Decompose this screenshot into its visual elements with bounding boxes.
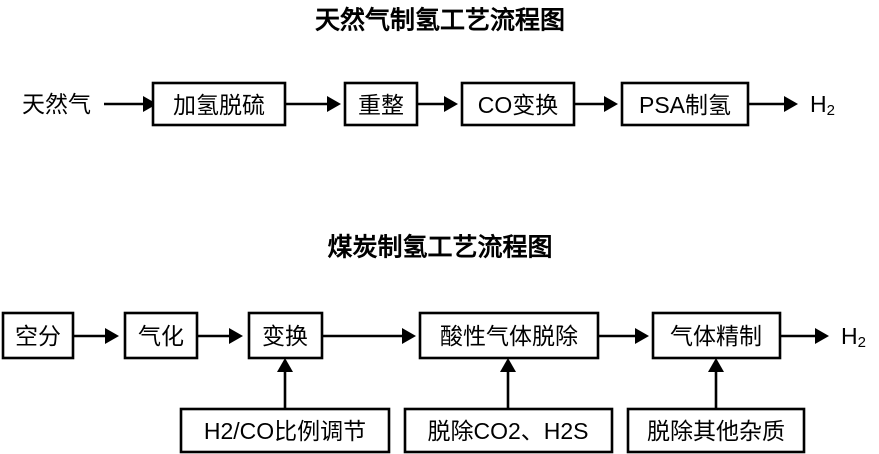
arrow-step-1-to-step-2 [285, 96, 341, 112]
node-label: 气体精制 [670, 323, 762, 349]
arrow-input-3-to-气体精制 [708, 358, 724, 409]
node-气体精制: 气体精制 [651, 311, 782, 360]
node-PSA制氢: PSA制氢 [620, 81, 750, 127]
node-变换: 变换 [247, 311, 324, 360]
node-气化: 气化 [123, 311, 199, 360]
arrow-coal-step-3-to-step-4 [322, 328, 416, 344]
section-title-coal: 煤炭制氢工艺流程图 [327, 233, 552, 262]
node-other-impurity-removal-input: 脱除其他杂质 [626, 407, 806, 454]
arrow-natural-gas-to-step-1 [104, 96, 157, 112]
node-label: H2/CO比例调节 [204, 418, 366, 444]
node-label: PSA制氢 [639, 92, 731, 118]
node-label: 脱除其他杂质 [647, 418, 785, 444]
node-label: 重整 [358, 92, 404, 118]
arrow-step-2-to-step-3 [417, 96, 458, 112]
product-subscript: 2 [827, 102, 835, 119]
product-symbol: H [841, 323, 858, 349]
product-label-hydrogen: H2 [810, 91, 835, 119]
node-label: 空分 [15, 323, 61, 349]
node-label: 变换 [262, 323, 308, 349]
arrow-input-1-to-变换 [277, 358, 293, 409]
arrow-coal-step-5-to-product [780, 328, 829, 344]
node-CO变换: CO变换 [460, 81, 576, 127]
node-label: 加氢脱硫 [173, 92, 265, 118]
arrow-coal-step-4-to-step-5 [598, 328, 649, 344]
node-label: 气化 [138, 323, 184, 349]
node-酸性气体脱除: 酸性气体脱除 [418, 311, 600, 360]
node-加氢脱硫: 加氢脱硫 [151, 81, 287, 127]
product-symbol: H [810, 91, 827, 117]
node-label: CO变换 [478, 92, 559, 118]
arrow-coal-step-1-to-step-2 [73, 328, 119, 344]
node-H2-CO-ratio-input: H2/CO比例调节 [179, 407, 391, 454]
arrow-input-2-to-酸性气体脱除 [500, 358, 516, 409]
product-label-hydrogen-coal: H2 [841, 323, 866, 351]
node-acid-gas-removal-input: 脱除CO2、H2S [403, 407, 614, 454]
start-label-natural-gas: 天然气 [22, 91, 91, 117]
arrow-step-3-to-step-4 [574, 96, 618, 112]
node-label: 酸性气体脱除 [440, 323, 578, 349]
node-label: 脱除CO2、H2S [427, 418, 588, 444]
product-subscript: 2 [858, 334, 866, 351]
arrow-coal-step-2-to-step-3 [197, 328, 243, 344]
node-重整: 重整 [343, 81, 419, 127]
arrow-step-4-to-product [748, 96, 798, 112]
node-空分: 空分 [1, 311, 75, 360]
section-title-natural-gas: 天然气制氢工艺流程图 [315, 6, 565, 35]
